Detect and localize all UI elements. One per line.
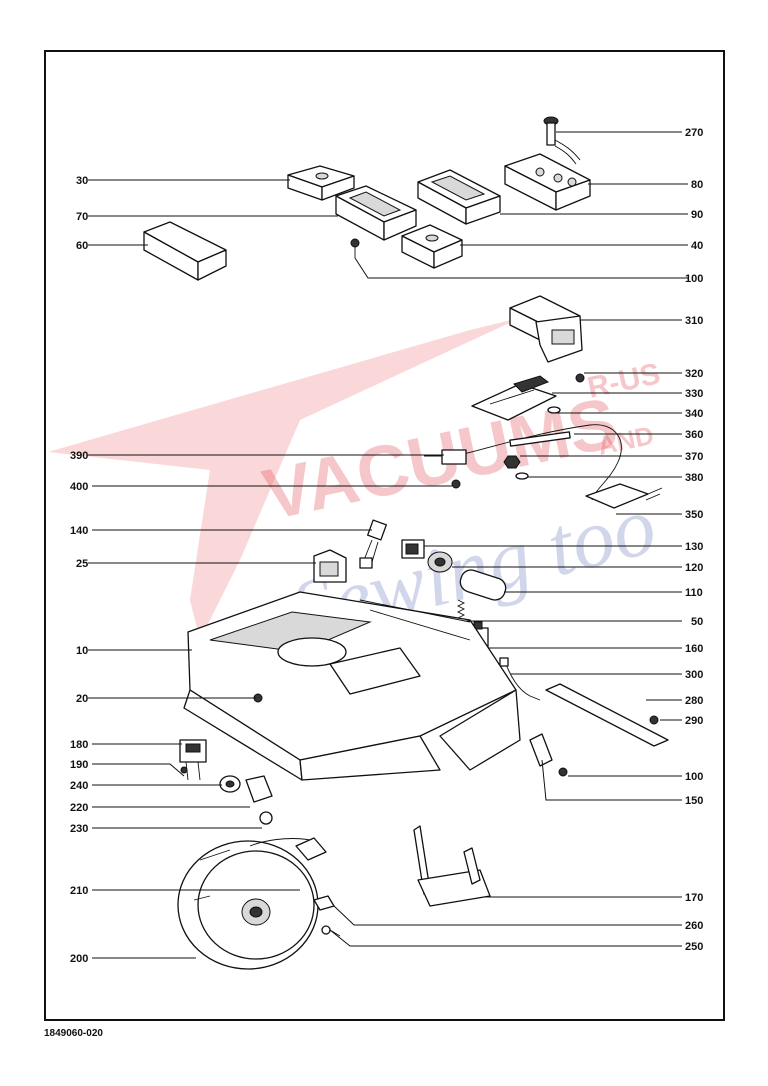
- part-210-cord: [249, 837, 327, 861]
- callout-180: 180: [70, 739, 88, 751]
- part-280-cover-strip: [545, 683, 669, 747]
- part-180-switch: [179, 739, 207, 781]
- part-120-armature: [427, 551, 453, 573]
- part-80-cover: [504, 153, 591, 211]
- part-370-nut: [503, 455, 521, 469]
- part-350-plug: [585, 483, 663, 509]
- part-360-cable: [459, 424, 622, 501]
- callout-70: 70: [76, 211, 88, 223]
- watermark-line2: R-US: [585, 357, 664, 405]
- callout-20: 20: [76, 693, 88, 705]
- callout-100-lower: 100: [685, 771, 703, 783]
- callout-90: 90: [691, 209, 703, 221]
- callout-280: 280: [685, 695, 703, 707]
- callout-350: 350: [685, 509, 703, 521]
- part-230-nut: [259, 811, 273, 825]
- callout-130: 130: [685, 541, 703, 553]
- leader-lines: [88, 131, 688, 959]
- callout-230: 230: [70, 823, 88, 835]
- callout-25: 25: [76, 558, 88, 570]
- part-220-bracket: [245, 775, 273, 803]
- part-390-clip: [424, 449, 467, 465]
- callout-120: 120: [685, 562, 703, 574]
- part-150-latch: [529, 733, 553, 767]
- part-50-spring: [456, 599, 466, 619]
- part-10-housing: [183, 591, 521, 781]
- part-380-washer: [515, 472, 529, 480]
- part-90-cover: [417, 169, 501, 225]
- part-25-bracket: [313, 549, 347, 583]
- callout-40: 40: [691, 240, 703, 252]
- callout-170: 170: [685, 892, 703, 904]
- drawing-frame: [44, 50, 725, 1021]
- part-140-switch: [359, 519, 387, 569]
- callout-210: 210: [70, 885, 88, 897]
- part-290-screw: [649, 715, 659, 725]
- callout-100-top: 100: [685, 273, 703, 285]
- callout-320: 320: [685, 368, 703, 380]
- drawing-number: 1849060-020: [44, 1028, 103, 1039]
- callout-380: 380: [685, 472, 703, 484]
- callout-140: 140: [70, 525, 88, 537]
- part-190-screw: [180, 766, 188, 774]
- callout-150: 150: [685, 795, 703, 807]
- callout-300: 300: [685, 669, 703, 681]
- callout-240: 240: [70, 780, 88, 792]
- callout-30: 30: [76, 175, 88, 187]
- part-30-cover: [287, 165, 355, 201]
- part-40-cover: [401, 224, 463, 269]
- callout-310: 310: [685, 315, 703, 327]
- callout-340: 340: [685, 408, 703, 420]
- part-320-screw: [575, 373, 585, 383]
- callout-360: 360: [685, 429, 703, 441]
- callout-400: 400: [70, 481, 88, 493]
- part-340-washer: [547, 406, 561, 414]
- part-100-screw-lower: [558, 767, 568, 777]
- callout-220: 220: [70, 802, 88, 814]
- callout-260: 260: [685, 920, 703, 932]
- part-330-lever-plate: [471, 375, 557, 421]
- part-310-bracket: [509, 295, 583, 363]
- callout-290: 290: [685, 715, 703, 727]
- part-270-switch: [543, 116, 581, 165]
- callout-370: 370: [685, 451, 703, 463]
- callout-330: 330: [685, 388, 703, 400]
- part-400-screw: [451, 479, 461, 489]
- callout-200: 200: [70, 953, 88, 965]
- part-100-screw-top: [350, 238, 360, 258]
- part-130-bracket: [401, 539, 425, 559]
- callout-270: 270: [685, 127, 703, 139]
- part-300-wire: [499, 657, 541, 701]
- callout-10: 10: [76, 645, 88, 657]
- part-60-cover: [143, 221, 227, 281]
- callout-190: 190: [70, 759, 88, 771]
- callout-60: 60: [76, 240, 88, 252]
- part-70-cover: [335, 185, 417, 241]
- callout-80: 80: [691, 179, 703, 191]
- part-170-bracket: [413, 825, 491, 907]
- callout-labels: 270 30 80 70 90 60 40 100 310 320 330 34…: [70, 127, 703, 965]
- part-240-grommet: [219, 775, 241, 793]
- callout-250: 250: [685, 941, 703, 953]
- callout-160: 160: [685, 643, 703, 655]
- callout-110: 110: [685, 587, 703, 599]
- callout-50: 50: [691, 616, 703, 628]
- part-200-cord-reel: [177, 840, 319, 970]
- callout-390: 390: [70, 450, 88, 462]
